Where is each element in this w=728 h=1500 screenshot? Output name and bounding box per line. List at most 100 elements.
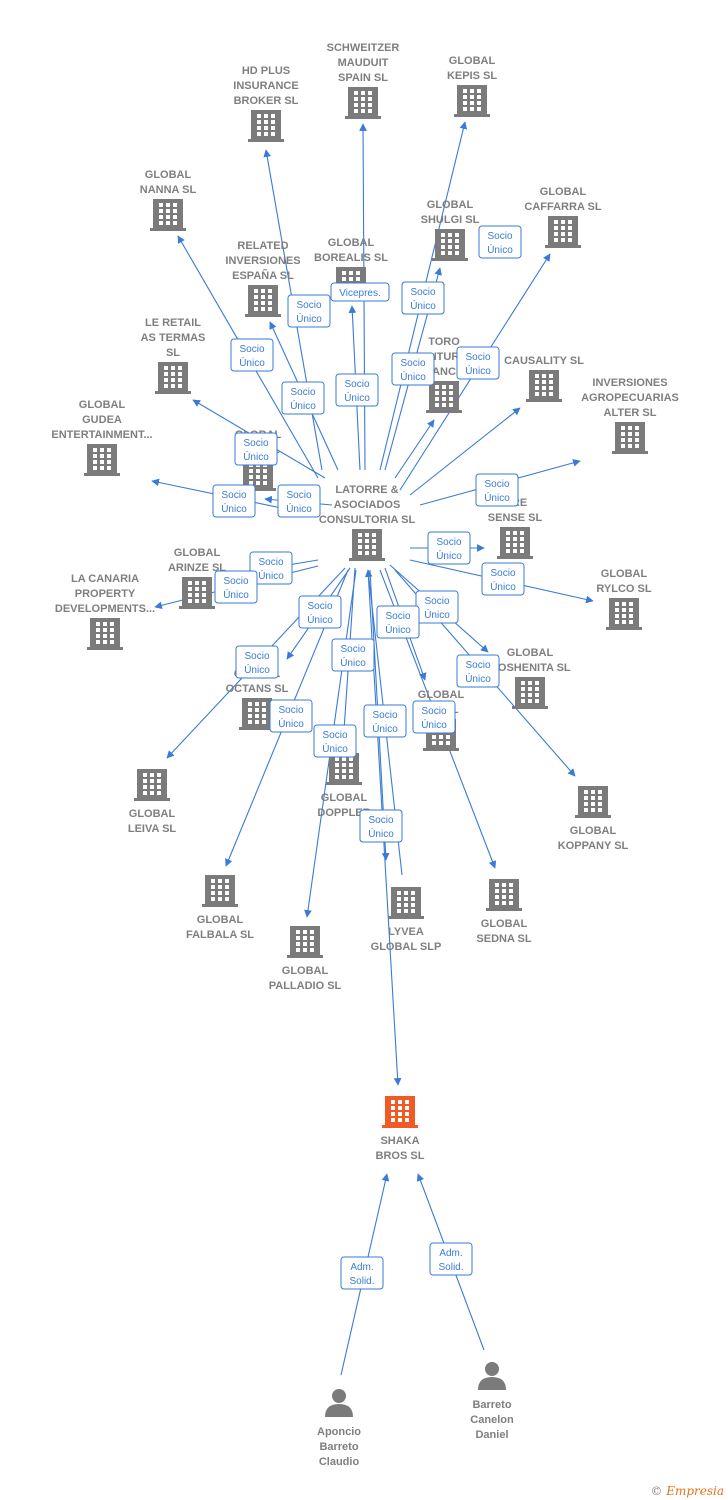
node-label: GUDEA (82, 414, 122, 426)
node-label: AGROPECUARIAS (581, 392, 679, 404)
node-label: Claudio (319, 1456, 360, 1468)
node-label: CAFFARRA SL (524, 201, 601, 213)
edge-label-text: Único (490, 580, 516, 593)
node-label: GLOBAL (79, 399, 126, 411)
edge-label-text: Único (223, 588, 249, 601)
node-label: Daniel (475, 1429, 508, 1441)
edge-label-text: Socio (490, 568, 515, 579)
building-icon (87, 618, 123, 650)
edge-label-text: Vicepres. (339, 288, 381, 299)
building-icon (84, 444, 120, 476)
node-label: GLOBAL (601, 568, 648, 580)
node-label: SENSE SL (488, 512, 543, 524)
node-label: SL (166, 347, 180, 359)
edge-label-text: Socio (410, 287, 435, 298)
edge-label-text: Único (258, 569, 284, 582)
building-icon (349, 529, 385, 561)
edge-label-text: Único (296, 312, 322, 325)
building-icon (248, 110, 284, 142)
building-icon (545, 216, 581, 248)
building-icon (486, 879, 522, 911)
node-label: GLOBAL (282, 965, 329, 977)
footer-brand[interactable]: © Empresia (650, 1484, 724, 1498)
edge-label-text: Socio (421, 706, 446, 717)
node-label: ESPAÑA SL (232, 269, 294, 282)
edge-label-text: Único (307, 613, 333, 626)
node-causality[interactable]: CAUSALITY SL (504, 355, 584, 402)
node-label: AS TERMAS (141, 332, 206, 344)
node-label: OCTANS SL (226, 683, 289, 695)
edge-label-badge[interactable]: Vicepres. (330, 282, 390, 302)
edge-label-badge[interactable]: Adm.Solid. (340, 1256, 384, 1290)
edge-label-text: Socio (243, 438, 268, 449)
node-label: Barreto (472, 1399, 511, 1411)
edge-label-badge[interactable]: Adm.Solid. (429, 1242, 473, 1276)
node-label: SHULGI SL (421, 214, 480, 226)
edge-latorre-causality (409, 407, 521, 496)
building-icon (382, 1096, 418, 1128)
node-label: Canelon (470, 1414, 514, 1426)
node-label: ENTERTAINMENT... (51, 429, 152, 441)
node-gudea[interactable]: GLOBAL GUDEA ENTERTAINMENT... (51, 399, 153, 476)
building-icon (345, 87, 381, 119)
node-label: HD PLUS (242, 65, 290, 77)
node-label: SCHWEITZER (327, 42, 400, 54)
node-lacanaria[interactable]: LA CANARIAPROPERTYDEVELOPMENTS... (55, 573, 155, 650)
building-icon (497, 527, 533, 559)
edge-label-text: Único (465, 672, 491, 685)
edge-label-text: Único (372, 722, 398, 735)
edge-label-text: Socio (244, 651, 269, 662)
node-label: BROS SL (376, 1150, 425, 1162)
